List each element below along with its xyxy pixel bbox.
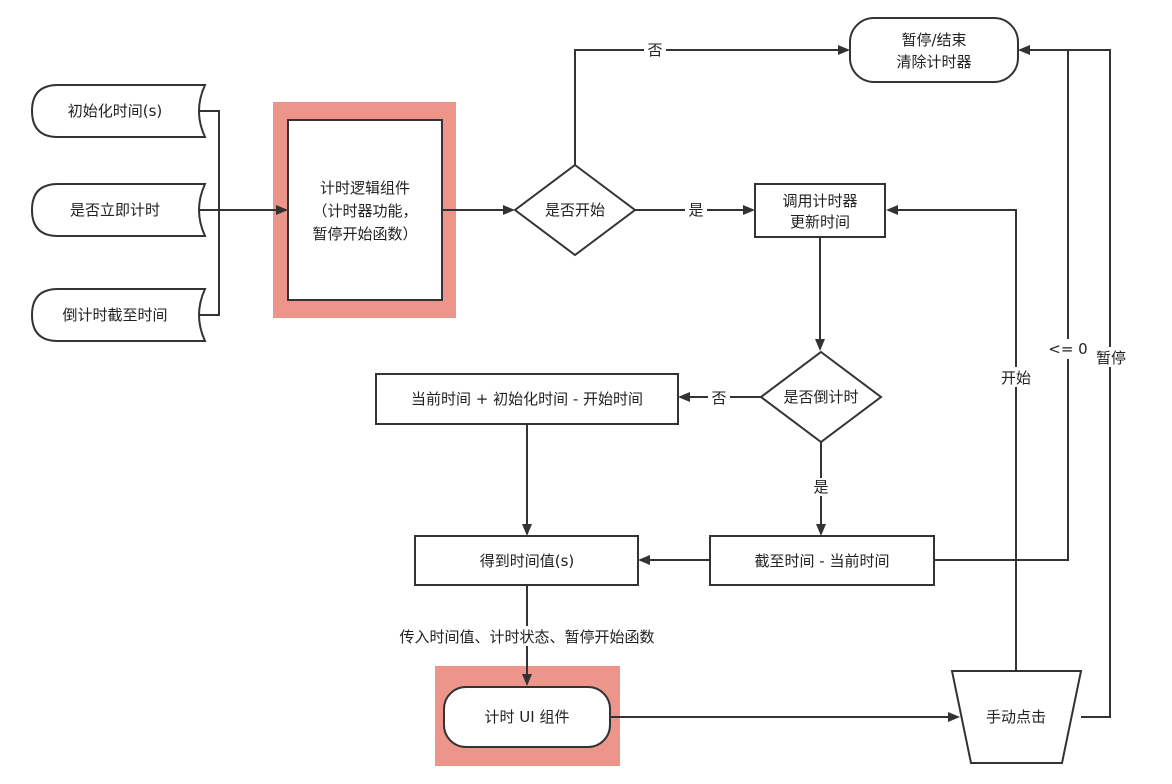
decision-is-start-label: 是否开始	[545, 201, 605, 219]
edge-inputs-merge	[199, 110, 220, 316]
logic-label-3: 暂停开始函数）	[312, 225, 417, 243]
logic-component: 计时逻辑组件 （计时器功能， 暂停开始函数）	[287, 119, 443, 301]
pause-clear-node: 暂停/结束 清除计时器	[849, 17, 1019, 83]
edge-le-zero	[934, 45, 1069, 561]
edge-label-start: 开始	[1001, 369, 1031, 387]
manual-click-label: 手动点击	[986, 708, 1046, 726]
logic-label-1: 计时逻辑组件	[320, 179, 410, 197]
manual-click-node: 手动点击	[950, 670, 1083, 764]
input-init-time: 初始化时间(s)	[30, 84, 207, 138]
ui-component-label: 计时 UI 组件	[485, 708, 570, 726]
edge-start-no	[574, 45, 850, 165]
input-deadline: 倒计时截至时间	[30, 288, 207, 342]
formula-countup-node: 当前时间 + 初始化时间 - 开始时间	[375, 373, 679, 425]
update-timer-label-2: 更新时间	[790, 213, 850, 231]
input-deadline-label: 倒计时截至时间	[62, 306, 167, 324]
decision-is-countdown: 是否倒计时	[759, 350, 883, 444]
decision-is-countdown-label: 是否倒计时	[783, 388, 858, 406]
logic-label-2: （计时器功能，	[312, 202, 417, 220]
update-timer-label-1: 调用计时器	[782, 192, 857, 210]
edge-click-pause	[1068, 49, 1111, 718]
formula-countdown-label: 截至时间 - 当前时间	[755, 552, 890, 570]
formula-countup-label: 当前时间 + 初始化时间 - 开始时间	[411, 390, 643, 408]
update-timer-node: 调用计时器 更新时间	[754, 183, 886, 238]
edge-click-start	[886, 205, 1017, 671]
ui-component-node: 计时 UI 组件	[443, 686, 611, 748]
decision-is-start: 是否开始	[513, 163, 637, 257]
edge-label-yes-down: 是	[813, 478, 828, 496]
edge-label-pause: 暂停	[1096, 349, 1126, 367]
get-value-node: 得到时间值(s)	[414, 535, 639, 586]
edge-label-yes-right: 是	[688, 201, 703, 219]
edge-label-no-left: 否	[711, 389, 726, 407]
get-value-label: 得到时间值(s)	[480, 552, 575, 570]
pause-clear-label-2: 清除计时器	[896, 53, 971, 71]
formula-countdown-node: 截至时间 - 当前时间	[709, 535, 935, 586]
edge-label-no-top: 否	[647, 41, 662, 59]
input-immediate-label: 是否立即计时	[70, 201, 160, 219]
edge-label-pass-props: 传入时间值、计时状态、暂停开始函数	[399, 628, 654, 646]
pause-clear-label-1: 暂停/结束	[901, 31, 966, 49]
edge-label-le-zero: <= 0	[1048, 340, 1087, 358]
input-init-time-label: 初始化时间(s)	[68, 102, 163, 120]
input-immediate: 是否立即计时	[30, 183, 207, 237]
